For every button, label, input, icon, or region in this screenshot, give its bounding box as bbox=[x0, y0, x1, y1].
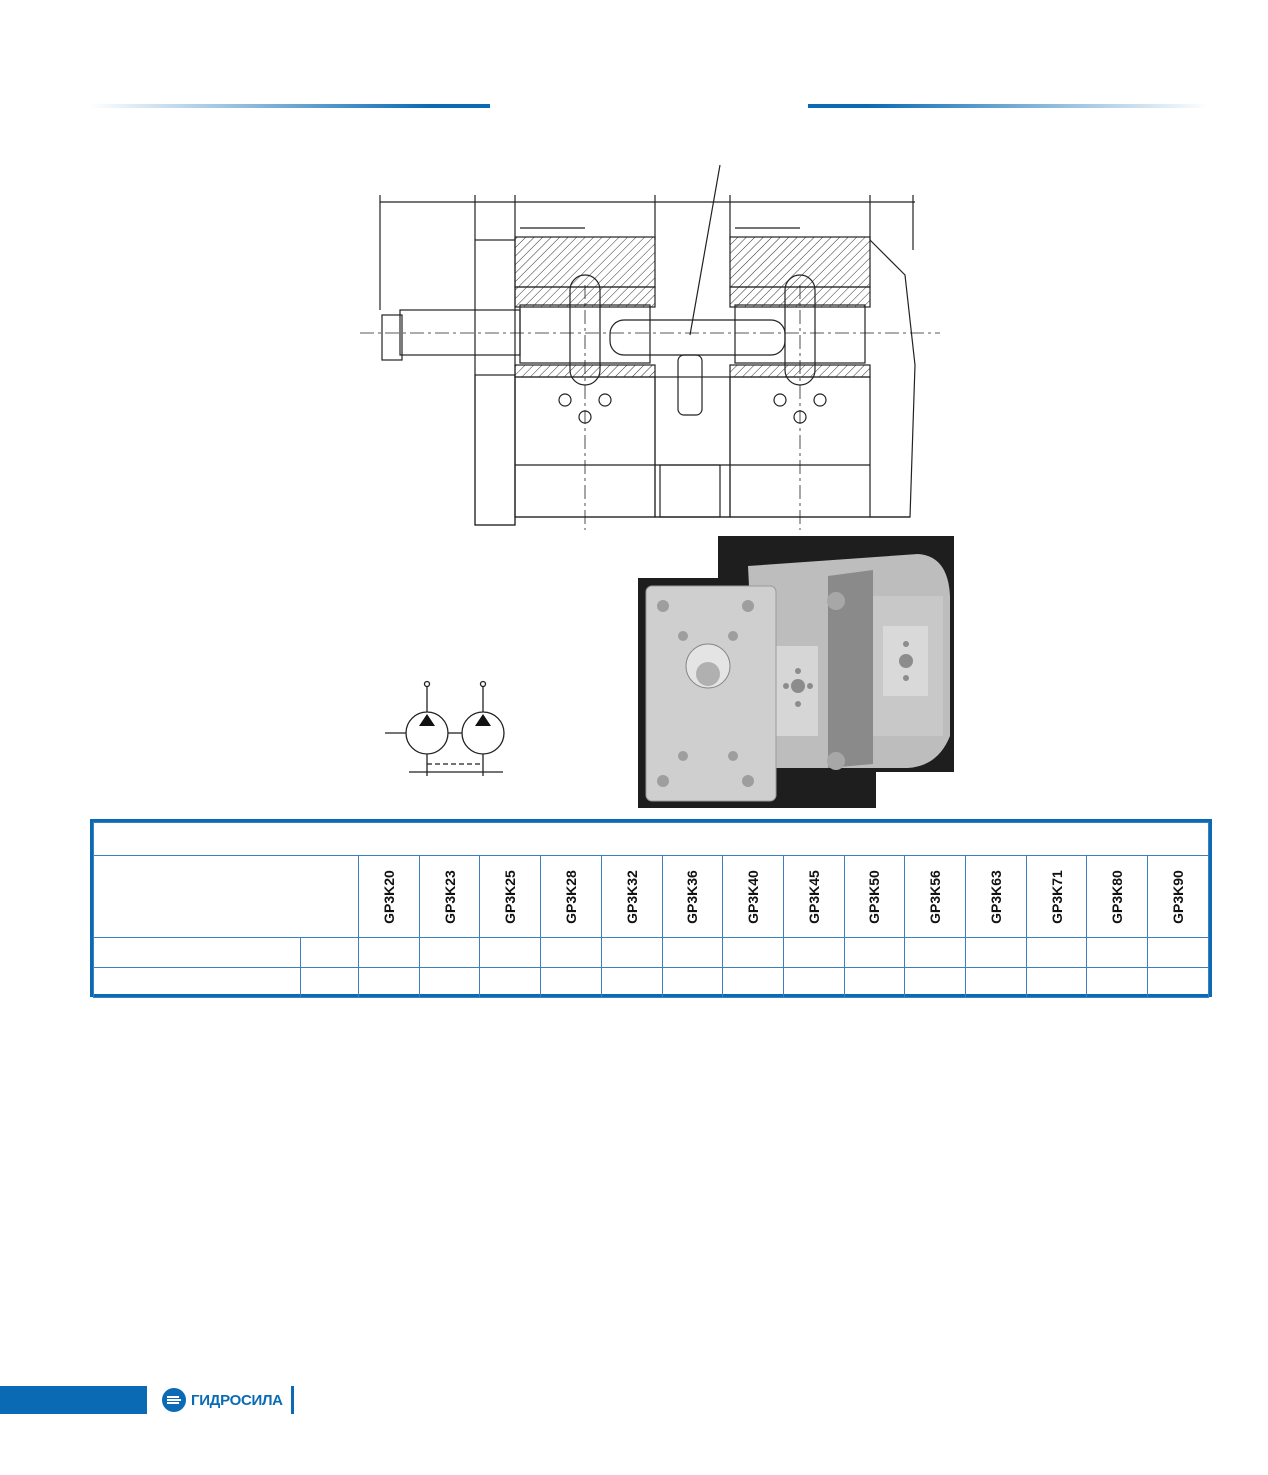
row-unit-cell bbox=[300, 937, 359, 968]
model-header: GP3K20 bbox=[358, 855, 420, 938]
row-label-cell bbox=[93, 967, 301, 998]
gidrosila-logo-icon bbox=[162, 1388, 186, 1412]
model-header: GP3K32 bbox=[600, 855, 663, 938]
row-label-cell bbox=[93, 937, 301, 968]
model-header: GP3K25 bbox=[479, 855, 542, 938]
pump-symbol-icon bbox=[385, 680, 505, 776]
model-header: GP3K28 bbox=[540, 855, 602, 938]
footer-accent-bar bbox=[0, 1386, 147, 1414]
model-header: GP3K71 bbox=[1025, 855, 1088, 938]
table-header-row: GP3K20 GP3K23 GP3K25 GP3K28 GP3K32 GP3K3… bbox=[93, 855, 1209, 938]
brand-name: ГИДРОСИЛА bbox=[191, 1391, 283, 1409]
brand-logo: ГИДРОСИЛА bbox=[161, 1384, 294, 1416]
header-rule-left bbox=[90, 104, 490, 108]
sectional-drawing bbox=[360, 165, 940, 530]
model-header: GP3K36 bbox=[661, 855, 724, 938]
model-header: GP3K50 bbox=[843, 855, 906, 938]
model-header: GP3K90 bbox=[1147, 855, 1209, 938]
row-unit-cell bbox=[300, 967, 359, 998]
model-header: GP3K23 bbox=[418, 855, 481, 938]
spec-table: GP3K20 GP3K23 GP3K25 GP3K28 GP3K32 GP3K3… bbox=[90, 819, 1212, 998]
table-row bbox=[93, 937, 1209, 968]
model-header: GP3K45 bbox=[782, 855, 845, 938]
pump-photo bbox=[638, 536, 954, 808]
table-title-cell bbox=[93, 822, 1209, 856]
header-rule-right bbox=[808, 104, 1208, 108]
model-header: GP3K56 bbox=[904, 855, 967, 938]
table-title-row bbox=[93, 822, 1209, 856]
header-label-cell bbox=[93, 855, 359, 938]
model-header: GP3K63 bbox=[965, 855, 1027, 938]
logo-divider bbox=[290, 1386, 294, 1414]
model-header: GP3K40 bbox=[722, 855, 784, 938]
model-header: GP3K80 bbox=[1086, 855, 1149, 938]
table-row bbox=[93, 967, 1209, 998]
